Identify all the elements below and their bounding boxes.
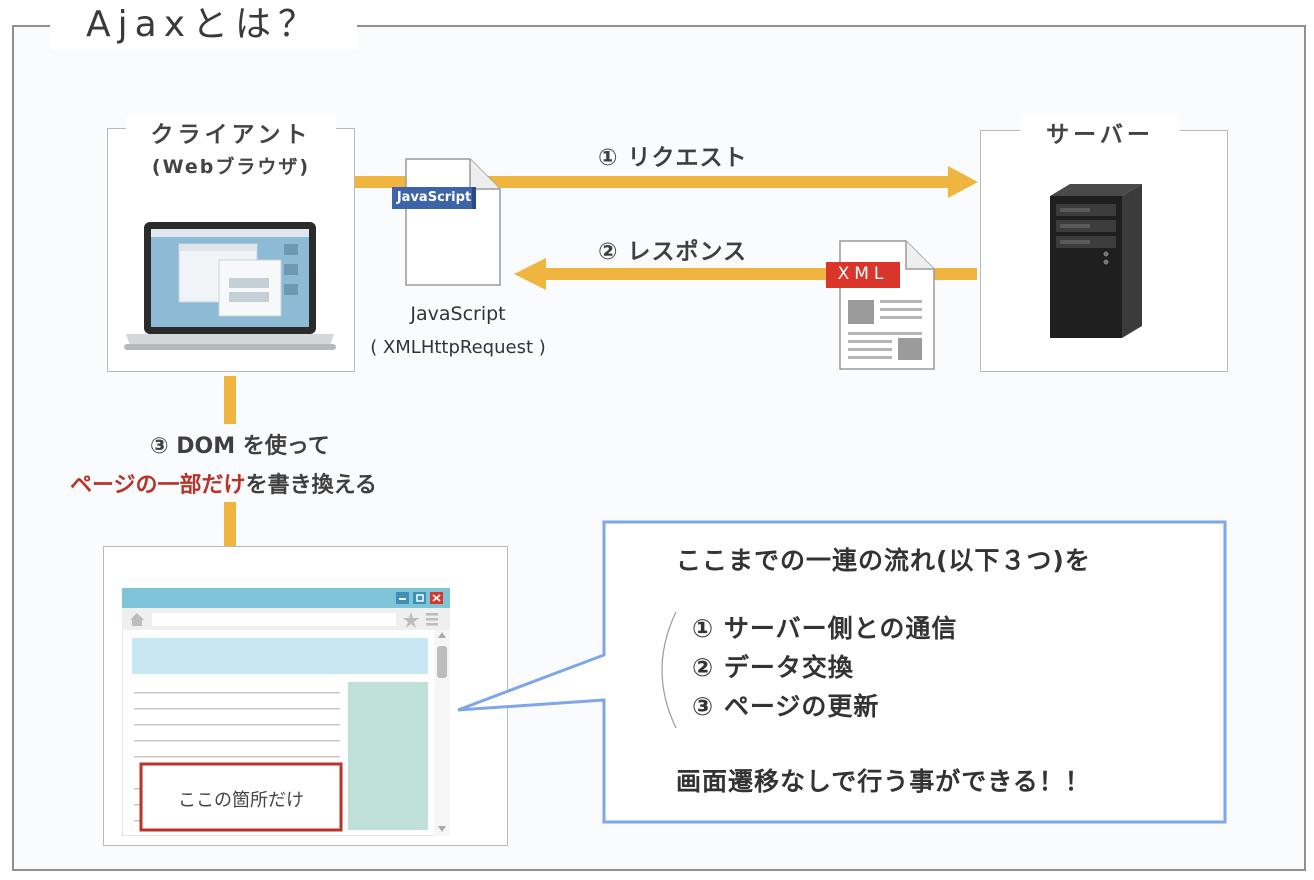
client-label: クライアント	[126, 115, 336, 149]
callout-heading: ここまでの一連の流れ(以下３つ)を	[676, 546, 1091, 575]
server-tower-icon	[1050, 184, 1142, 338]
client-sublabel: (Webブラウザ)	[151, 156, 311, 178]
star-icon	[403, 612, 419, 628]
response-arrow-head	[514, 258, 546, 290]
callout-item-3: ③ ページの更新	[692, 692, 880, 721]
browser-window-icon	[122, 588, 450, 836]
request-label: ① リクエスト	[598, 145, 748, 171]
callout-conclusion: 画面遷移なしで行う事ができる！！	[676, 767, 1091, 796]
callout-item-1: ① サーバー側との通信	[692, 614, 958, 643]
page-title: Ajaxとは？	[50, 0, 357, 50]
home-icon	[130, 613, 144, 626]
js-badge: JavaScript	[396, 190, 472, 205]
dom-step-highlight: ページの一部だけ	[70, 473, 246, 498]
server-label: サーバー	[1020, 115, 1180, 149]
request-arrow-shaft	[355, 176, 950, 188]
response-label: ② レスポンス	[598, 239, 748, 265]
highlight-region	[139, 762, 343, 832]
js-caption-line2: ( XMLHttpRequest )	[370, 337, 546, 358]
dom-step-line2: ページの一部だけを書き換える	[70, 467, 377, 499]
browser-highlight-text: ここの箇所だけ	[178, 790, 304, 811]
request-arrow-head	[948, 166, 978, 198]
dom-step-rest: を書き換える	[245, 473, 377, 498]
js-caption-line1: JavaScript	[410, 303, 506, 325]
dom-arrow-shaft-top	[224, 376, 236, 424]
xml-document-icon	[826, 240, 935, 370]
laptop-icon	[124, 222, 336, 350]
dom-step-line1: ③ DOM を使って	[150, 434, 330, 459]
js-document-icon	[392, 158, 501, 286]
xml-badge: XML	[837, 264, 889, 284]
callout-item-2: ② データ交換	[692, 653, 854, 682]
